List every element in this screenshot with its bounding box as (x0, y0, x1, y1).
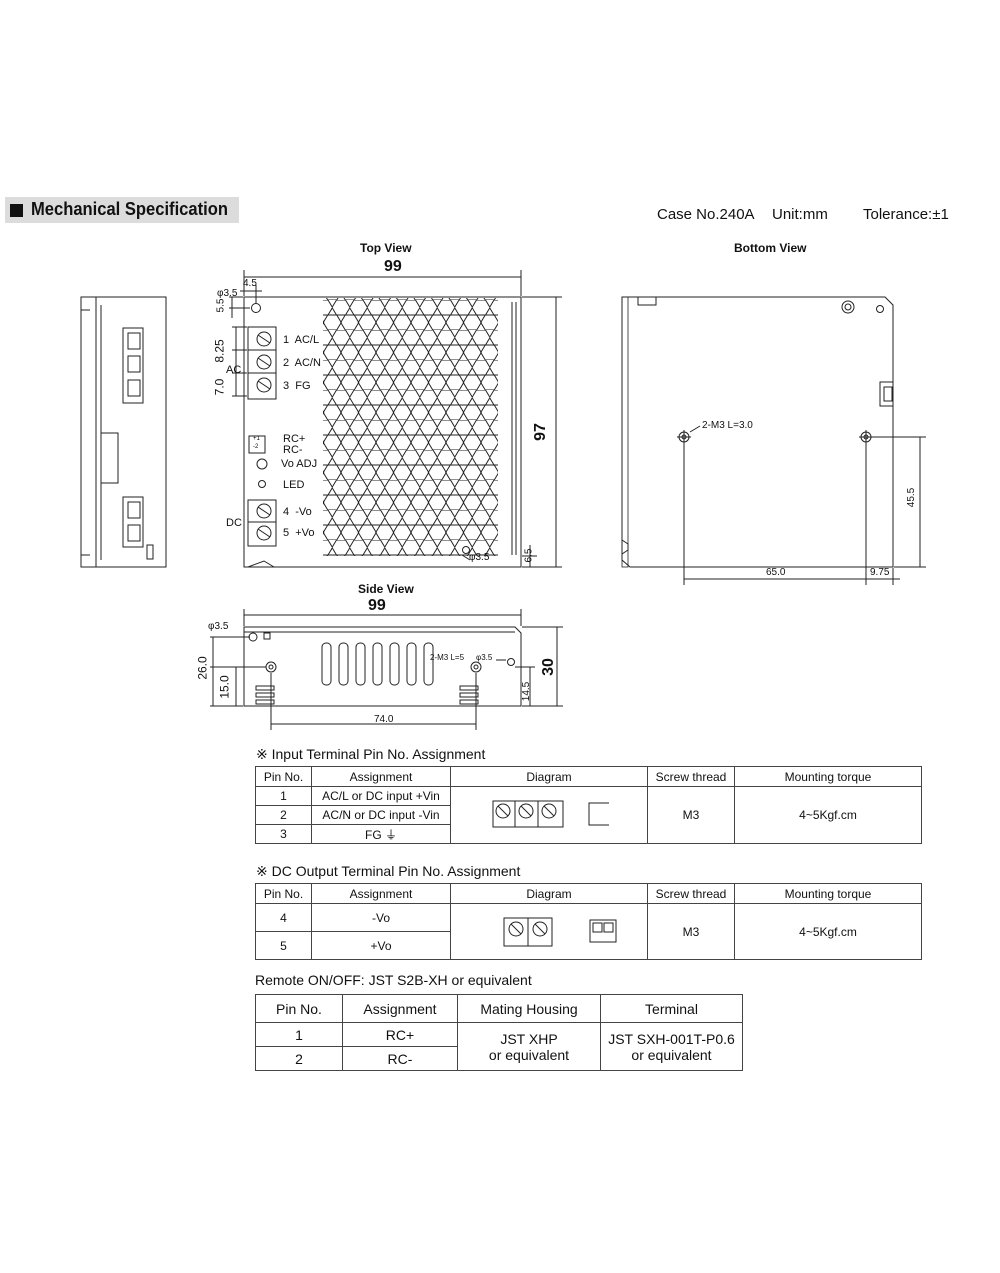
terminal-line-1: JST SXH-001T-P0.6 (608, 1030, 735, 1047)
case-number: Case No.240A (657, 206, 755, 223)
pin-5-label: 5 +Vo (283, 527, 315, 539)
dim-14-5: 14.5 (521, 681, 533, 702)
led-label: LED (283, 479, 305, 491)
table-cell-pin: 5 (255, 931, 312, 960)
bottom-view-title: Bottom View (734, 241, 807, 255)
dc-label: DC (226, 517, 242, 529)
table-header: Pin No. (255, 766, 312, 787)
table-cell-assign: RC+ (342, 1022, 458, 1047)
dim-7-0: 7.0 (212, 378, 227, 396)
side-view-drawing (210, 609, 563, 730)
table-cell-pin: 4 (255, 903, 312, 932)
table-cell-assign: AC/L or DC input +Vin (311, 786, 451, 806)
table-header: Pin No. (255, 883, 312, 904)
dim-65: 65.0 (766, 567, 786, 578)
tolerance-label: Tolerance:±1 (863, 206, 949, 223)
rc-small-2: -2 (253, 444, 259, 450)
input-screw-thread: M3 (647, 786, 735, 844)
top-view-height: 97 (531, 423, 549, 441)
unit-label: Unit:mm (772, 206, 828, 223)
table-cell-assign: RC- (342, 1046, 458, 1071)
table-header: Assignment (342, 994, 458, 1023)
pin-3-label: 3 FG (283, 380, 311, 392)
dim-74: 74.0 (374, 714, 394, 725)
output-terminal-table: Pin No. Assignment Diagram Screw thread … (255, 883, 922, 960)
side-screw-note: 2-M3 L=5 (430, 653, 465, 662)
bottom-screw-note: 2-M3 L=3.0 (702, 420, 753, 431)
left-edge-view (80, 296, 167, 568)
output-table-title: ※ DC Output Terminal Pin No. Assignment (256, 863, 521, 879)
title-bullet (10, 204, 23, 217)
dim-26: 26.0 (195, 656, 210, 680)
table-cell-assign: -Vo (311, 903, 451, 932)
mechanical-drawing (80, 270, 926, 730)
table-header: Screw thread (647, 883, 735, 904)
rc-plus-label: RC+ (283, 433, 306, 445)
remote-onoff-table: Pin No. Assignment Mating Housing Termin… (255, 994, 743, 1071)
housing-line-1: JST XHP (500, 1030, 558, 1047)
dim-phi35-bottom: φ3.5 (469, 552, 490, 563)
input-diagram (450, 786, 648, 844)
table-header: Mounting torque (734, 883, 922, 904)
table-header: Assignment (311, 883, 451, 904)
dim-5-5: 5.5 (215, 298, 227, 313)
terminal-block-icon (503, 917, 617, 946)
side-screw-phi: φ3.5 (476, 653, 493, 662)
pin-4-label: 4 -Vo (283, 506, 312, 518)
dim-8-25: 8.25 (212, 339, 227, 363)
terminal-line-2: or equivalent (631, 1046, 712, 1063)
table-cell-pin: 1 (255, 786, 312, 806)
table-header: Pin No. (255, 994, 343, 1023)
page-title: Mechanical Specification (31, 199, 228, 219)
remote-table-title: Remote ON/OFF: JST S2B-XH or equivalent (255, 972, 532, 988)
title-bar (5, 197, 239, 223)
dim-phi35-top: φ3.5 (217, 288, 238, 299)
vo-adj-label: Vo ADJ (281, 458, 318, 470)
table-header: Diagram (450, 766, 648, 787)
dim-4-5: 4.5 (243, 278, 257, 289)
terminal-block-icon (492, 800, 609, 828)
table-cell-assign: AC/N or DC input -Vin (311, 805, 451, 825)
top-view-title: Top View (360, 241, 412, 255)
table-cell-pin: 3 (255, 824, 312, 844)
table-cell-assign: FG ⏚ (311, 824, 451, 844)
output-diagram (450, 903, 648, 960)
table-header: Screw thread (647, 766, 735, 787)
side-view-title: Side View (358, 582, 414, 596)
housing-line-2: or equivalent (488, 1046, 570, 1063)
input-terminal-table: Pin No. Assignment Diagram Screw thread … (255, 766, 922, 844)
table-cell-pin: 2 (255, 805, 312, 825)
table-header: Diagram (450, 883, 648, 904)
input-mounting-torque: 4~5Kgf.cm (734, 786, 922, 844)
top-view-drawing (229, 270, 562, 568)
dim-45-5: 45.5 (906, 487, 918, 508)
dim-6-5: 6.5 (523, 548, 535, 563)
dim-15: 15.0 (217, 675, 232, 699)
terminal-cell: JST SXH-001T-P0.6 or equivalent (600, 1022, 743, 1071)
output-screw-thread: M3 (647, 903, 735, 960)
mating-housing-cell: JST XHP or equivalent (457, 1022, 601, 1071)
top-view-width: 99 (384, 258, 402, 275)
pin-1-label: 1 AC/L (283, 334, 320, 346)
output-mounting-torque: 4~5Kgf.cm (734, 903, 922, 960)
dim-9-75: 9.75 (870, 567, 890, 578)
table-cell-assign: +Vo (311, 931, 451, 960)
rc-small-1: +1 (253, 436, 260, 442)
table-header: Mating Housing (457, 994, 601, 1023)
pin-2-label: 2 AC/N (283, 357, 321, 369)
table-header: Mounting torque (734, 766, 922, 787)
table-cell-pin: 2 (255, 1046, 343, 1071)
ac-label: AC (226, 364, 242, 376)
table-header: Assignment (311, 766, 451, 787)
rc-minus-label: RC- (283, 444, 303, 456)
table-header: Terminal (600, 994, 743, 1023)
side-dim-phi35: φ3.5 (208, 621, 229, 632)
side-view-width: 99 (368, 597, 386, 614)
input-table-title: ※ Input Terminal Pin No. Assignment (256, 746, 486, 762)
bottom-view-drawing (621, 296, 926, 585)
dim-30: 30 (539, 658, 557, 676)
table-cell-pin: 1 (255, 1022, 343, 1047)
